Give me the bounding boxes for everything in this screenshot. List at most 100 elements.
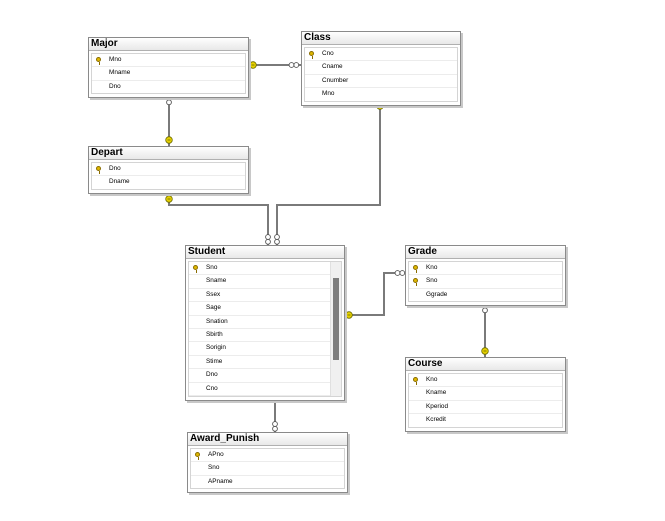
column-row[interactable]: Sno bbox=[191, 462, 344, 476]
column-name: Sno bbox=[206, 264, 218, 271]
column-name: Kno bbox=[426, 376, 438, 383]
column-row[interactable]: Cno bbox=[305, 48, 457, 62]
column-row[interactable]: Sbirth bbox=[189, 329, 330, 343]
table-title[interactable]: Depart bbox=[89, 147, 248, 160]
table-title[interactable]: Major bbox=[89, 38, 248, 51]
column-name: Sno bbox=[208, 464, 220, 472]
column-name: Cno bbox=[206, 384, 218, 392]
column-name: Cnumber bbox=[322, 76, 349, 84]
infinity-end-icon bbox=[272, 421, 278, 432]
column-name: Kno bbox=[426, 264, 438, 271]
table-title[interactable]: Student bbox=[186, 246, 344, 259]
key-end-icon bbox=[249, 61, 257, 69]
key-end-icon bbox=[481, 347, 489, 355]
column-name: Kname bbox=[426, 389, 447, 397]
column-name: APname bbox=[208, 477, 233, 485]
column-name: Dname bbox=[109, 178, 130, 186]
column-name: Dno bbox=[109, 82, 121, 90]
key-end-icon bbox=[345, 311, 353, 319]
key-icon bbox=[193, 265, 198, 273]
column-row[interactable]: Cno bbox=[189, 383, 330, 396]
column-name: Dno bbox=[206, 371, 218, 379]
key-icon bbox=[413, 265, 418, 273]
scrollbar[interactable] bbox=[330, 262, 341, 396]
column-name: Kcredit bbox=[426, 416, 446, 424]
scrollbar-thumb[interactable] bbox=[333, 278, 339, 360]
key-icon bbox=[413, 377, 418, 385]
column-row[interactable]: Dno bbox=[189, 369, 330, 383]
column-row[interactable]: Cnumber bbox=[305, 75, 457, 89]
column-row[interactable]: Mname bbox=[92, 67, 245, 81]
column-name: Snation bbox=[206, 317, 228, 325]
column-row[interactable]: Stime bbox=[189, 356, 330, 370]
column-name: Ggrade bbox=[426, 290, 448, 298]
key-icon bbox=[309, 51, 314, 59]
infinity-end-icon bbox=[288, 62, 300, 68]
column-row[interactable]: APno bbox=[191, 449, 344, 463]
column-row[interactable]: Snation bbox=[189, 316, 330, 329]
column-row[interactable]: Ggrade bbox=[409, 289, 562, 301]
column-row[interactable]: Kcredit bbox=[409, 414, 562, 426]
key-icon bbox=[413, 278, 418, 287]
column-name: Sname bbox=[206, 277, 227, 285]
column-row[interactable]: Kname bbox=[409, 387, 562, 401]
relationship-line-depart-student[interactable] bbox=[168, 193, 269, 245]
column-name: Mno bbox=[109, 56, 122, 63]
relationship-line-class-student[interactable] bbox=[276, 100, 381, 245]
infinity-end-icon bbox=[394, 270, 406, 276]
infinity-end-icon bbox=[265, 234, 271, 245]
column-row[interactable]: Kno bbox=[409, 374, 562, 388]
table-title[interactable]: Award_Punish bbox=[188, 433, 347, 446]
column-name: Sage bbox=[206, 304, 221, 312]
key-icon bbox=[195, 452, 200, 460]
column-name: Ssex bbox=[206, 290, 221, 298]
column-row[interactable]: Sno bbox=[189, 262, 330, 276]
column-row[interactable]: Kno bbox=[409, 262, 562, 276]
column-row[interactable]: APname bbox=[191, 476, 344, 488]
key-end-icon bbox=[165, 136, 173, 144]
table-title[interactable]: Grade bbox=[406, 246, 565, 259]
column-name: APno bbox=[208, 451, 224, 458]
column-name: Kperiod bbox=[426, 402, 449, 410]
column-row[interactable]: Sage bbox=[189, 302, 330, 316]
column-name: Mname bbox=[109, 69, 131, 77]
column-name: Dno bbox=[109, 165, 121, 172]
table-title[interactable]: Class bbox=[302, 32, 460, 45]
column-row[interactable]: Kperiod bbox=[409, 401, 562, 415]
infinity-end-icon bbox=[274, 234, 280, 245]
column-name: Sorigin bbox=[206, 344, 226, 352]
column-row[interactable]: Mno bbox=[92, 54, 245, 68]
column-row[interactable]: Ssex bbox=[189, 289, 330, 303]
column-name: Cname bbox=[322, 63, 343, 71]
column-name: Sno bbox=[426, 277, 438, 285]
key-icon bbox=[96, 166, 101, 174]
column-name: Mno bbox=[322, 90, 335, 98]
column-name: Sbirth bbox=[206, 330, 223, 338]
column-row[interactable]: Sorigin bbox=[189, 342, 330, 356]
column-row[interactable]: Sname bbox=[189, 275, 330, 289]
column-name: Cno bbox=[322, 50, 334, 57]
column-row[interactable]: Cname bbox=[305, 61, 457, 75]
column-row[interactable]: Dno bbox=[92, 163, 245, 177]
column-name: Stime bbox=[206, 357, 223, 365]
column-row[interactable]: Sno bbox=[409, 275, 562, 289]
column-row[interactable]: Dname bbox=[92, 176, 245, 188]
relationship-line-student-grade[interactable] bbox=[343, 272, 405, 316]
table-title[interactable]: Course bbox=[406, 358, 565, 371]
column-row[interactable]: Mno bbox=[305, 88, 457, 100]
column-row[interactable]: Dno bbox=[92, 81, 245, 93]
